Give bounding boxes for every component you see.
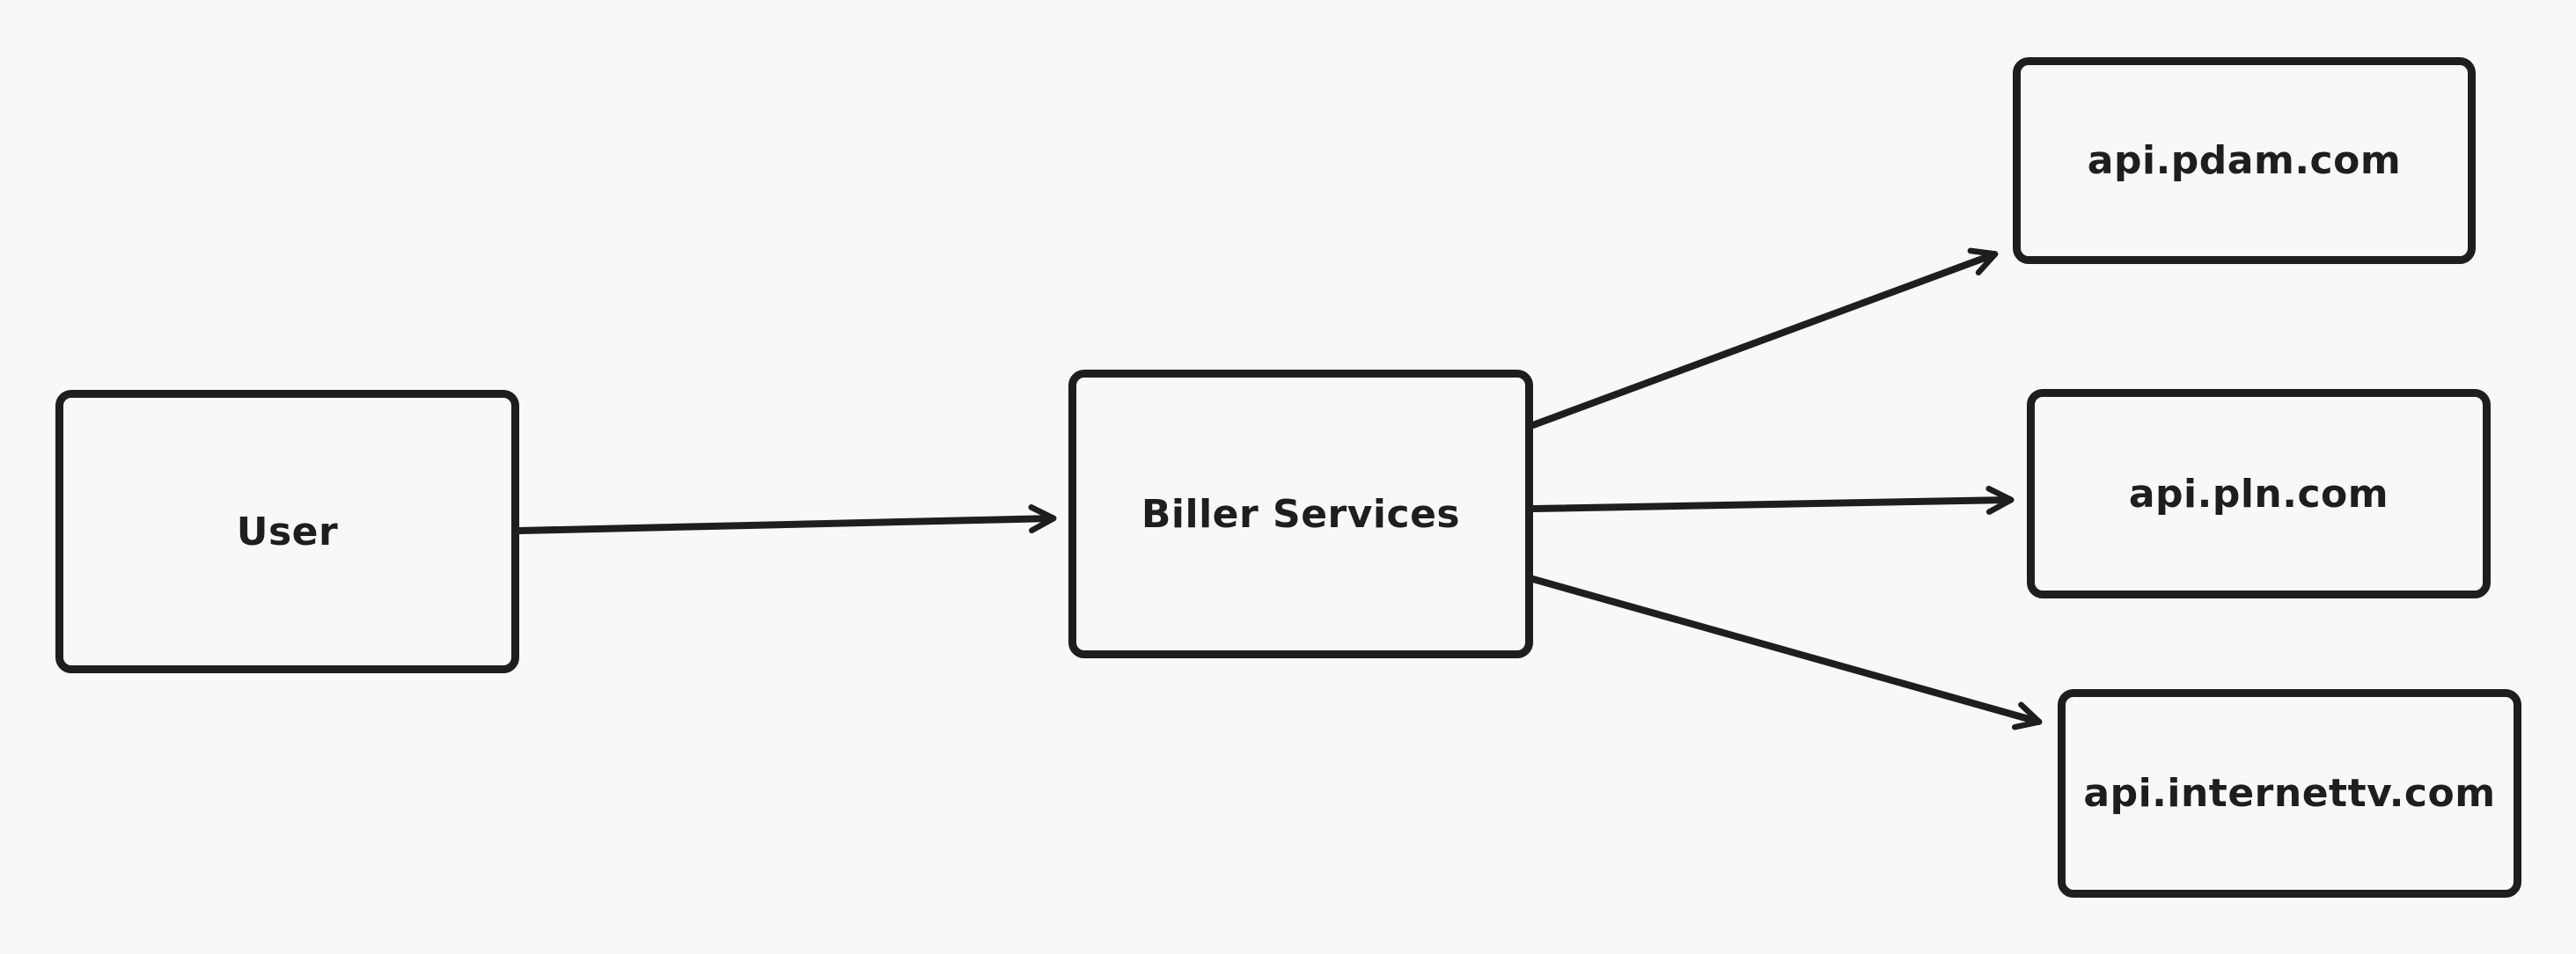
node-api-pln-label: api.pln.com: [2128, 471, 2389, 517]
node-api-internettv: api.internettv.com: [2058, 689, 2521, 898]
arrow-user-to-biller-services: [516, 504, 1057, 534]
node-api-pdam: api.pdam.com: [2013, 57, 2476, 264]
node-api-pln: api.pln.com: [2027, 389, 2491, 598]
node-user: User: [55, 390, 519, 673]
arrow-biller-services-to-api-internettv: [1530, 576, 2043, 730]
node-api-pdam-label: api.pdam.com: [2087, 138, 2402, 183]
node-api-internettv-label: api.internettv.com: [2083, 771, 2496, 816]
node-biller-services: Biller Services: [1068, 370, 1533, 658]
arrow-biller-services-to-api-pdam: [1530, 247, 1999, 429]
node-user-label: User: [236, 509, 339, 554]
node-biller-services-label: Biller Services: [1141, 491, 1461, 537]
arrow-biller-services-to-api-pln: [1530, 485, 2015, 515]
